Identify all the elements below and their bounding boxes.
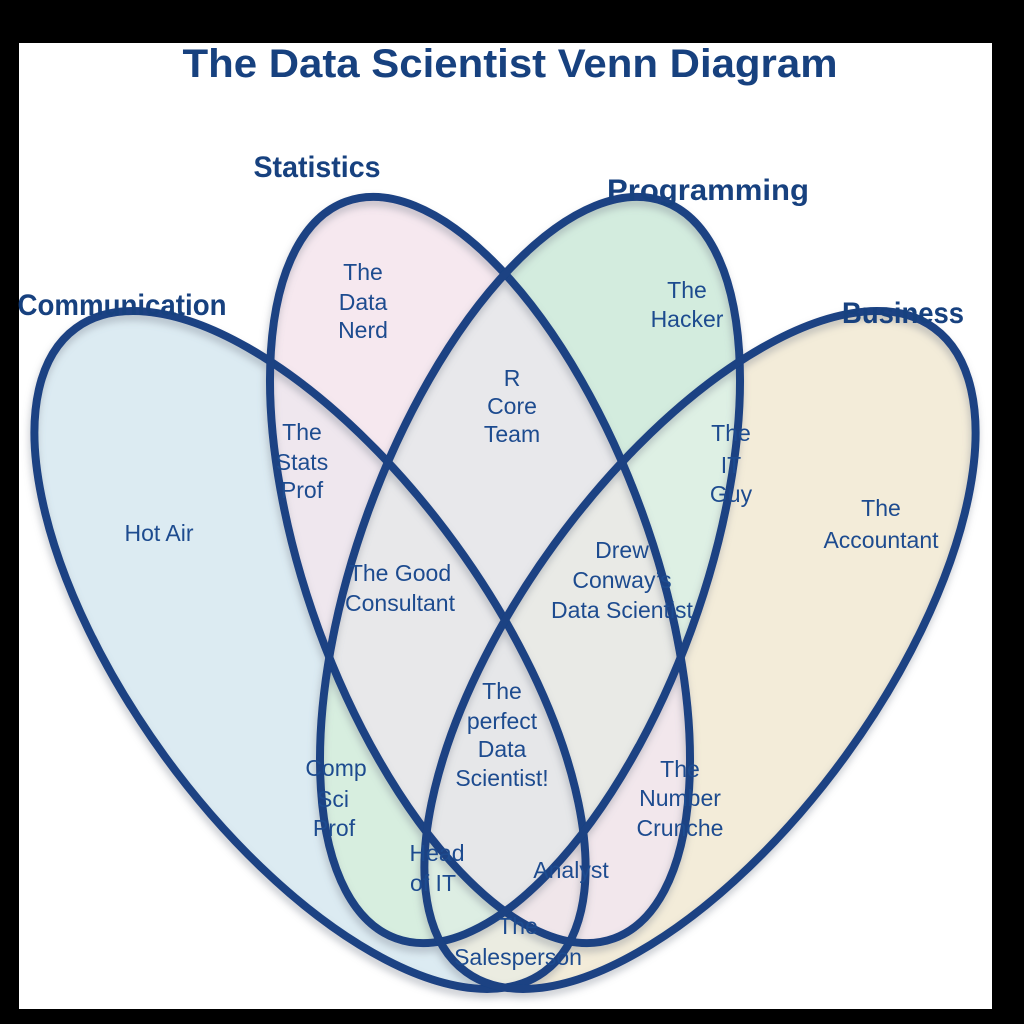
region-labels: Hot Air The Data Nerd The Hacker The Acc… (124, 259, 939, 970)
svg-text:Crunche: Crunche (637, 815, 724, 841)
region-label-hacker: The Hacker (651, 277, 724, 332)
svg-text:Analyst: Analyst (533, 857, 609, 883)
svg-text:Conway’s: Conway’s (572, 567, 671, 593)
svg-text:perfect: perfect (467, 708, 538, 734)
svg-text:Consultant: Consultant (345, 590, 456, 616)
region-label-good-consultant: The Good Consultant (345, 560, 456, 616)
programming-ellipse-outline (316, 192, 744, 948)
svg-text:Scientist!: Scientist! (455, 765, 548, 791)
svg-text:The: The (482, 678, 522, 704)
svg-text:Data: Data (339, 289, 388, 315)
region-label-accountant: The Accountant (823, 495, 939, 553)
svg-text:of IT: of IT (410, 870, 456, 896)
svg-text:The: The (711, 420, 751, 446)
svg-text:Stats: Stats (276, 449, 328, 475)
set-label-statistics: Statistics (254, 151, 381, 184)
svg-text:Team: Team (484, 421, 540, 447)
svg-text:Nerd: Nerd (338, 317, 388, 343)
set-labels: Communication Statistics Programming Bus… (18, 151, 965, 330)
region-label-drew-conway: Drew Conway’s Data Scientist (551, 537, 694, 623)
svg-text:The: The (660, 756, 700, 782)
svg-text:Data Scientist: Data Scientist (551, 597, 694, 623)
svg-text:The: The (498, 913, 538, 939)
statistics-ellipse-outline (266, 192, 694, 948)
ellipse-outlines (30, 192, 980, 993)
svg-text:The: The (282, 419, 322, 445)
communication-ellipse-outline (30, 307, 590, 993)
svg-text:Hacker: Hacker (651, 306, 724, 332)
svg-text:Prof: Prof (281, 477, 324, 503)
region-label-number-cruncher: The Number Crunche (637, 756, 724, 841)
region-all-four (424, 311, 690, 989)
set-label-business: Business (842, 297, 964, 330)
svg-text:Data: Data (478, 736, 527, 762)
svg-text:The Good: The Good (349, 560, 451, 586)
diagram-title: The Data Scientist Venn Diagram (183, 42, 838, 86)
svg-text:Accountant: Accountant (823, 527, 939, 553)
svg-text:The: The (861, 495, 901, 521)
region-label-analyst: Analyst (533, 857, 609, 883)
business-ellipse-outline (420, 307, 980, 993)
svg-text:Guy: Guy (710, 481, 753, 507)
svg-text:Head: Head (410, 840, 465, 866)
svg-text:The: The (343, 259, 383, 285)
region-label-data-nerd: The Data Nerd (338, 259, 388, 343)
svg-text:Comp: Comp (305, 755, 366, 781)
svg-text:Drew: Drew (595, 537, 649, 563)
region-label-perfect-data-scientist: The perfect Data Scientist! (455, 678, 548, 791)
region-label-comp-sci-prof: Comp Sci Prof (305, 755, 366, 841)
svg-text:Prof: Prof (313, 815, 356, 841)
svg-text:R: R (504, 365, 521, 391)
svg-text:Core: Core (487, 393, 537, 419)
region-label-r-core-team: R Core Team (484, 365, 540, 447)
svg-text:Salesperson: Salesperson (454, 944, 582, 970)
svg-text:Sci: Sci (317, 786, 349, 812)
region-label-stats-prof: The Stats Prof (276, 419, 328, 503)
svg-text:The: The (667, 277, 707, 303)
region-label-salesperson: The Salesperson (454, 913, 582, 970)
svg-text:IT: IT (721, 452, 741, 478)
svg-text:Number: Number (639, 785, 721, 811)
region-label-it-guy: The IT Guy (710, 420, 753, 507)
set-label-communication: Communication (18, 289, 227, 322)
set-label-programming: Programming (607, 174, 809, 207)
svg-text:Hot Air: Hot Air (124, 520, 193, 546)
region-label-hot-air: Hot Air (124, 520, 193, 546)
region-label-head-of-it: Head of IT (410, 840, 465, 896)
